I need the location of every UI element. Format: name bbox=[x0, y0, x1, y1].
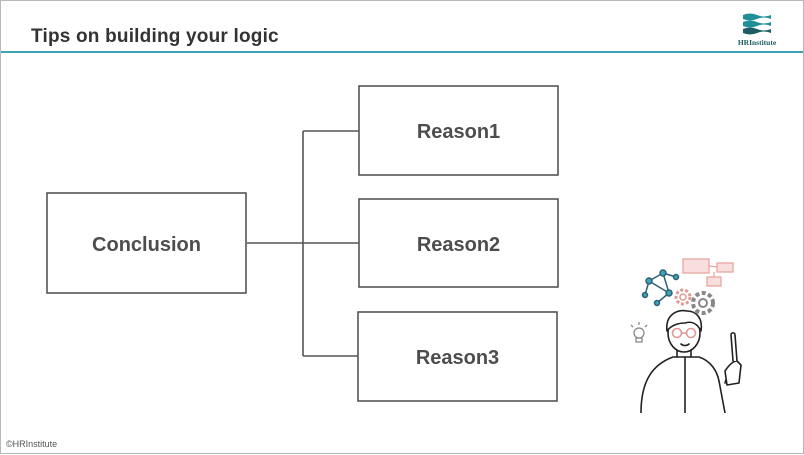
reason1-label: Reason1 bbox=[417, 121, 500, 143]
slide-title: Tips on building your logic bbox=[31, 26, 279, 47]
reason1-box: Reason1 bbox=[358, 85, 559, 176]
copyright-text: ©HRInstitute bbox=[6, 439, 58, 449]
title-rule bbox=[1, 51, 803, 53]
lightbulb-icon bbox=[630, 322, 648, 343]
person-figure bbox=[640, 309, 742, 413]
reason3-box: Reason3 bbox=[357, 311, 558, 402]
conclusion-box: Conclusion bbox=[46, 192, 247, 294]
hrinstitute-logo: HRInstitute bbox=[737, 10, 777, 50]
reason2-label: Reason2 bbox=[417, 234, 500, 256]
reason2-box: Reason2 bbox=[358, 198, 559, 288]
logo-wordmark: HRInstitute bbox=[737, 38, 777, 47]
flowchart-icon bbox=[682, 258, 734, 287]
reason3-label: Reason3 bbox=[416, 347, 499, 369]
person-pointing-up-icon bbox=[630, 258, 742, 413]
logo-waves-icon bbox=[743, 13, 771, 35]
gears-icon bbox=[674, 288, 715, 315]
network-icon bbox=[641, 269, 680, 307]
conclusion-label: Conclusion bbox=[92, 234, 201, 256]
connector-lines bbox=[247, 130, 359, 357]
